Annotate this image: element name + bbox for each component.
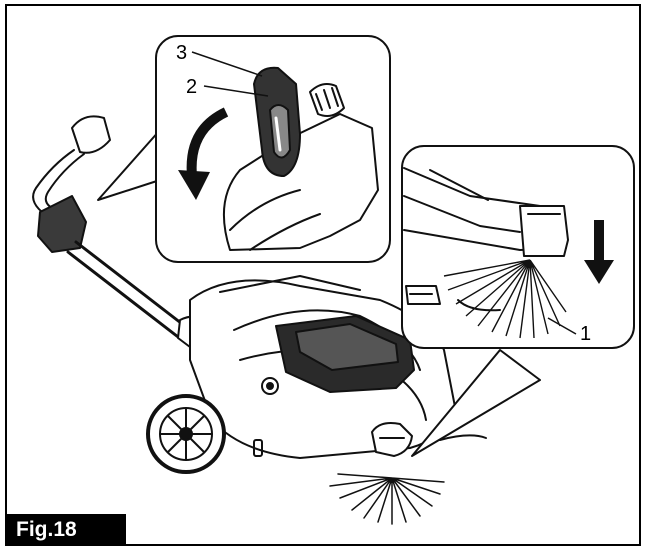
- callout-2: 2: [186, 76, 197, 98]
- callout-3: 3: [176, 42, 187, 64]
- callout-1: 1: [580, 323, 591, 345]
- right-inset: 1: [401, 145, 635, 457]
- curved-arrow-counterclockwise-icon: [178, 107, 229, 200]
- figure-label: Fig.18: [6, 514, 126, 546]
- down-arrow-icon: [584, 220, 614, 284]
- sweeper-machine: [32, 115, 487, 525]
- top-inset: 3 2: [97, 35, 391, 263]
